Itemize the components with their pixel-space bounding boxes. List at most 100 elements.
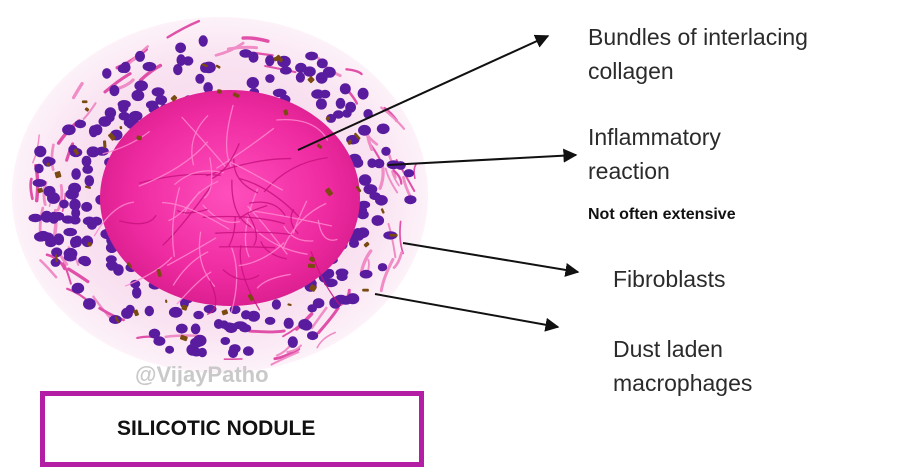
lymphocyte-cell [273,89,287,98]
lymphocyte-cell [29,214,43,222]
nodule-tissue [12,17,428,373]
lymphocyte-cell [280,66,292,74]
label-inflammatory-note: Not often extensive [588,204,736,226]
lymphocyte-cell [305,52,318,61]
lymphocyte-cell [118,64,128,73]
lymphocyte-cell [89,125,98,137]
lymphocyte-cell [316,98,327,109]
lymphocyte-cell [272,299,281,309]
lymphocyte-cell [265,55,274,66]
lymphocyte-cell [70,237,79,248]
lymphocyte-cell [165,346,174,354]
lymphocyte-cell [377,124,390,135]
arrow-fibroblasts [403,243,578,272]
lymphocyte-cell [333,110,344,118]
lymphocyte-cell [132,90,145,101]
lymphocyte-cell [85,175,95,186]
lymphocyte-cell [239,49,251,58]
lymphocyte-cell [124,118,133,127]
lymphocyte-cell [340,83,351,94]
watermark-text: @VijayPatho [135,362,269,388]
lymphocyte-cell [233,321,247,329]
arrow-macrophages [375,294,558,327]
lymphocyte-cell [63,228,77,236]
lymphocyte-cell [195,74,204,84]
dust-particle [308,264,315,269]
lymphocyte-cell [307,304,317,312]
lymphocyte-cell [109,85,119,96]
lymphocyte-cell [34,146,46,157]
lymphocyte-cell [298,319,311,330]
lymphocyte-cell [346,293,359,304]
fibroblast-fiber [250,331,285,332]
lymphocyte-cell [53,212,65,221]
lymphocyte-cell [62,124,76,135]
lymphocyte-cell [336,269,349,277]
lymphocyte-cell [372,215,385,226]
lymphocyte-cell [345,102,356,113]
lymphocyte-cell [381,147,390,156]
label-fibroblasts-line1: Fibroblasts [613,262,725,296]
lymphocyte-cell [191,348,202,357]
lymphocyte-cell [311,89,324,99]
fibroblast-fiber [52,145,54,170]
fibroblast-fiber [228,47,256,49]
lymphocyte-cell [96,147,109,156]
lymphocyte-cell [45,239,56,247]
lymphocyte-cell [288,336,298,348]
dust-particle [82,100,88,103]
lymphocyte-cell [202,62,216,74]
lymphocyte-cell [37,231,49,239]
lymphocyte-cell [59,200,69,209]
lymphocyte-cell [296,72,305,82]
lymphocyte-cell [34,164,43,173]
label-macrophages-line1: Dust laden [613,332,752,366]
lymphocyte-cell [228,347,238,358]
lymphocyte-cell [193,311,204,320]
lymphocyte-cell [83,298,96,310]
lymphocyte-cell [118,100,131,108]
lymphocyte-cell [378,263,387,271]
dust-particle [217,89,222,94]
lymphocyte-cell [176,324,188,334]
lymphocyte-cell [284,318,294,329]
lymphocyte-cell [191,324,201,335]
title-box: SILICOTIC NODULE [40,391,424,467]
dust-particle [103,140,107,148]
lymphocyte-cell [72,283,85,294]
lymphocyte-cell [190,338,203,348]
lymphocyte-cell [64,253,77,261]
lymphocyte-cell [404,195,416,204]
lymphocyte-cell [359,174,372,186]
lymphocyte-cell [106,261,118,269]
label-collagen: Bundles of interlacing collagen [588,20,808,88]
lymphocyte-cell [323,67,336,78]
lymphocyte-cell [68,183,81,194]
dust-particle [88,242,92,246]
label-macrophages-line2: macrophages [613,366,752,400]
lymphocyte-cell [265,317,276,325]
lymphocyte-cell [82,165,93,174]
label-inflammatory: Inflammatory reaction [588,120,721,188]
lymphocyte-cell [169,307,183,318]
lymphocyte-cell [241,310,251,319]
lymphocyte-cell [71,168,81,180]
lymphocyte-cell [177,54,186,66]
dust-particle [390,234,398,237]
lymphocyte-cell [303,66,315,76]
lymphocyte-cell [132,287,141,299]
lymphocyte-cell [102,68,111,79]
lymphocyte-cell [360,270,373,279]
lymphocyte-cell [81,202,92,212]
diagram-title: SILICOTIC NODULE [117,417,315,441]
lymphocyte-cell [145,306,154,316]
lymphocyte-cell [105,107,116,118]
label-inflammatory-line1: Inflammatory [588,120,721,154]
lymphocyte-cell [404,169,414,177]
lymphocyte-cell [81,258,91,267]
collagen-core [100,90,360,306]
lymphocyte-cell [247,77,259,89]
lymphocyte-cell [358,88,369,100]
lymphocyte-cell [358,125,371,136]
lymphocyte-cell [375,195,388,206]
